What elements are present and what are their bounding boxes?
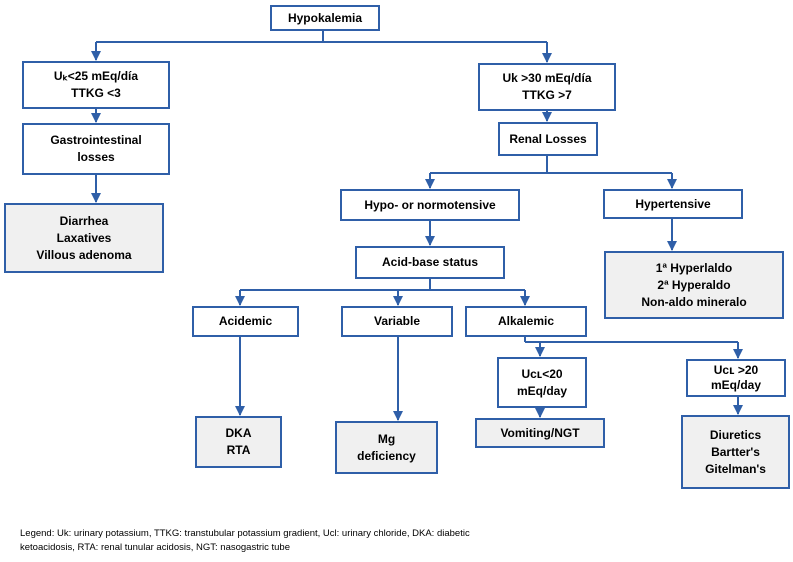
node-line: Mg [377,431,396,446]
node-line: Vomiting/NGT [500,425,580,440]
node-line: DKA [225,426,252,440]
node-renal-losses: Renal Losses [498,122,598,156]
node-hypertensive: Hypertensive [603,189,743,219]
node-normotensive: Hypo- or normotensive [340,189,520,221]
node-line: Acid-base status [381,255,479,269]
node-gi-losses: Gastrointestinal losses [22,123,170,175]
node-line: TTKG <3 [71,86,121,100]
node-line: Diuretics [709,427,762,442]
node-line: deficiency [357,448,416,463]
node-uk-high: Uk >30 mEq/día TTKG >7 [478,63,616,111]
node-line: mEq/day [516,383,567,398]
node-line: 1ª Hyperlaldo [655,260,733,275]
node-line: Non-aldo mineralo [641,294,747,309]
node-acid-base: Acid-base status [355,246,505,279]
node-diuretics: Diuretics Bartter's Gitelman's [681,415,790,489]
node-line: Variable [373,314,421,328]
node-line: Alkalemic [497,314,555,328]
node-variable: Variable [341,306,453,337]
node-gi-causes: Diarrhea Laxatives Villous adenoma [4,203,164,273]
legend-line: Legend: Uk: urinary potassium, TTKG: tra… [20,528,470,539]
node-ucl-low: Uᴄʟ<20 mEq/day [497,357,587,408]
node-line: Gastrointestinal [50,133,142,147]
node-line: losses [77,150,115,164]
node-mg-deficiency: Mg deficiency [335,421,438,474]
node-line: Hypertensive [635,196,711,211]
node-line: Uᴄʟ >20 [713,363,759,377]
node-acidemic: Acidemic [192,306,299,337]
node-vomiting: Vomiting/NGT [475,418,605,448]
legend-line: ketoacidosis, RTA: renal tunular acidosi… [20,542,290,553]
node-uk-low: Uₖ<25 mEq/día TTKG <3 [22,61,170,109]
node-line: Villous adenoma [36,247,132,262]
node-line: Uᴄʟ<20 [521,366,563,381]
node-line: Renal Losses [509,131,587,146]
node-line: Laxatives [56,230,112,245]
node-line: 2ª Hyperaldo [657,277,731,292]
node-line: Diarrhea [59,213,109,228]
node-hypokalemia: Hypokalemia [270,5,380,31]
node-line: TTKG >7 [522,88,572,102]
node-dka-rta: DKA RTA [195,416,282,468]
node-line: Uk >30 mEq/día [502,71,592,85]
node-line: Hypo- or normotensive [364,197,496,212]
node-line: Hypokalemia [287,10,363,25]
node-line: RTA [226,443,251,457]
node-line: Gitelman's [705,461,766,476]
node-hyperaldo: 1ª Hyperlaldo 2ª Hyperaldo Non-aldo mine… [604,251,784,319]
node-alkalemic: Alkalemic [465,306,587,337]
node-ucl-high: Uᴄʟ >20 mEq/day [686,359,786,397]
legend: Legend: Uk: urinary potassium, TTKG: tra… [20,527,780,555]
node-line: Uₖ<25 mEq/día [53,69,139,83]
node-line: Bartter's [711,444,760,459]
node-line: Acidemic [218,314,273,328]
node-line: mEq/day [710,378,761,392]
